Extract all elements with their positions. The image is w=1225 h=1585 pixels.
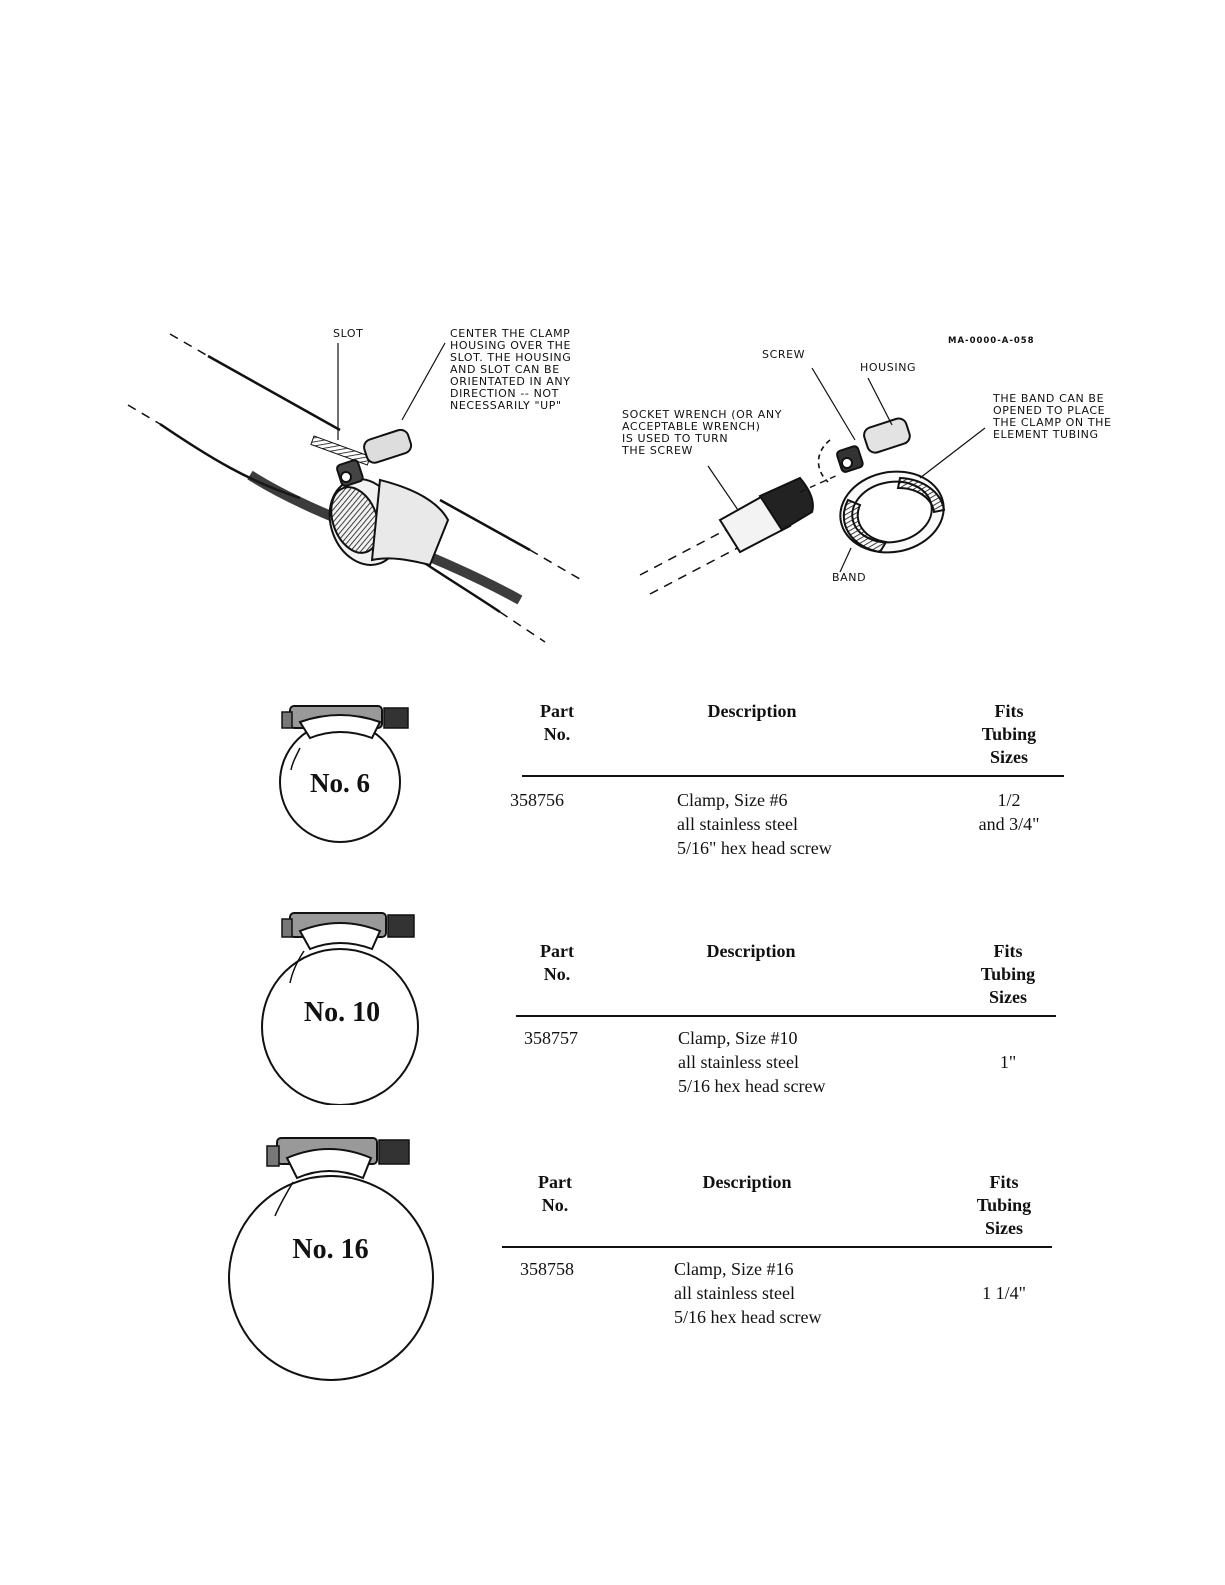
clamp-size-label: No. 10	[303, 997, 381, 1028]
slot-label: SLOT	[333, 327, 364, 340]
fits-sizes-cell: 1 1/4"	[982, 1283, 1026, 1303]
description-cell: Clamp, Size #10 all stainless steel 5/16…	[678, 1028, 826, 1096]
part-number: 358756	[510, 790, 564, 810]
screw-label: SCREW	[762, 348, 806, 361]
leader-lines-left	[337, 342, 446, 440]
clamp-size-label: No. 6	[310, 768, 370, 798]
part-number: 358757	[524, 1028, 578, 1048]
header-description: Description	[707, 701, 797, 721]
installed-clamp	[328, 428, 450, 567]
parts-table-no-16: Part No. Description Fits Tubing Sizes 3…	[502, 1171, 1052, 1331]
installation-drawing	[127, 333, 986, 643]
clamp-figure-no-6: No. 6	[270, 700, 410, 845]
header-fits-tubing-sizes: Fits Tubing Sizes	[981, 701, 1037, 767]
center-clamp-note: CENTER THE CLAMP HOUSING OVER THE SLOT. …	[450, 327, 572, 412]
band-label: BAND	[832, 571, 867, 584]
header-rule	[516, 1015, 1056, 1017]
socket-wrench	[639, 473, 841, 595]
header-rule	[522, 775, 1064, 777]
leader-lines-right	[707, 367, 986, 573]
tubing-slot	[310, 435, 372, 466]
description-cell: Clamp, Size #6 all stainless steel 5/16"…	[677, 790, 832, 858]
header-rule	[502, 1246, 1052, 1248]
clamp-no-6-drawing	[279, 705, 409, 843]
clamp-figure-no-16: No. 16	[225, 1130, 440, 1385]
header-description: Description	[706, 941, 796, 961]
description-cell: Clamp, Size #16 all stainless steel 5/16…	[674, 1259, 822, 1327]
part-number: 358758	[520, 1259, 574, 1279]
open-clamp	[817, 417, 946, 554]
housing-label: HOUSING	[860, 361, 917, 374]
drawing-id: MA-0000-A-058	[948, 336, 1035, 346]
header-part-no: Part No.	[540, 941, 574, 984]
clamp-size-label: No. 16	[292, 1234, 369, 1265]
clamp-figure-no-10: No. 10	[252, 905, 432, 1106]
parts-table-no-6: Part No. Description Fits Tubing Sizes 3…	[510, 700, 1064, 860]
header-fits-tubing-sizes: Fits Tubing Sizes	[980, 941, 1036, 1007]
installation-diagram: SLOT CENTER THE CLAMP HOUSING OVER THE S…	[0, 0, 1225, 680]
header-description: Description	[702, 1172, 792, 1192]
band-open-note: THE BAND CAN BE OPENED TO PLACE THE CLAM…	[993, 392, 1112, 441]
header-part-no: Part No.	[538, 1172, 572, 1215]
parts-table-no-10: Part No. Description Fits Tubing Sizes 3…	[516, 940, 1056, 1100]
header-part-no: Part No.	[540, 701, 574, 744]
clamp-no-10-drawing	[261, 912, 419, 1106]
header-fits-tubing-sizes: Fits Tubing Sizes	[976, 1172, 1032, 1238]
fits-sizes-cell: 1"	[999, 1052, 1017, 1072]
fits-sizes-cell: 1/2 and 3/4"	[978, 790, 1040, 834]
socket-wrench-note: SOCKET WRENCH (OR ANY ACCEPTABLE WRENCH)…	[622, 408, 783, 457]
clamp-no-16-drawing	[228, 1137, 434, 1381]
